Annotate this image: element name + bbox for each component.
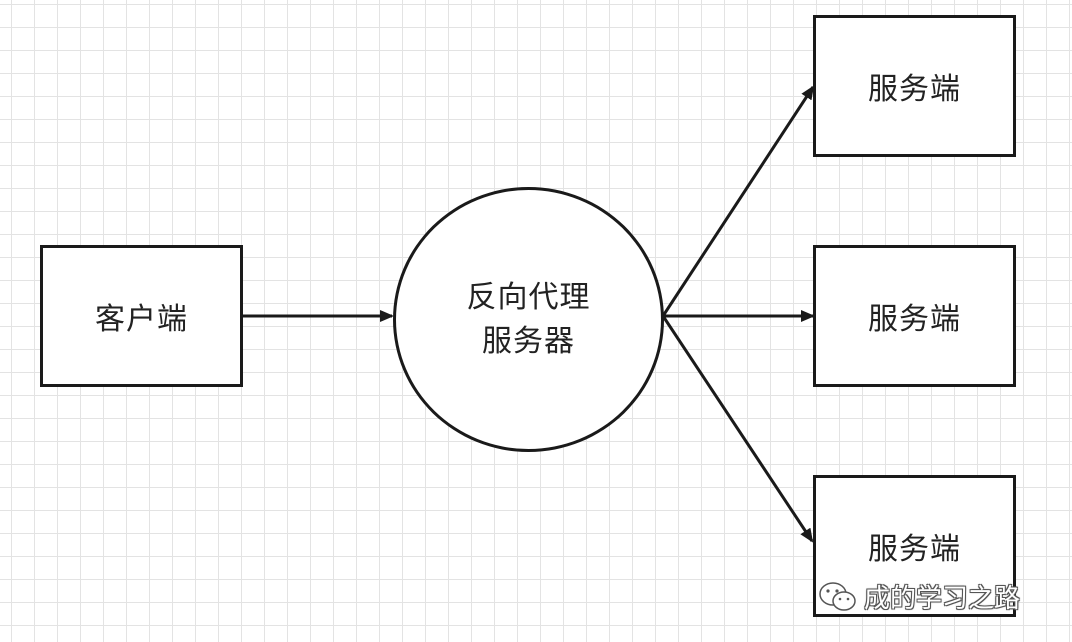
- edge-proxy-to-server-bottom: [661, 315, 814, 543]
- client-label: 客户端: [95, 302, 188, 337]
- server-label: 服务端: [868, 72, 961, 107]
- server-node-middle: 服务端: [813, 245, 1016, 387]
- watermark-text: 成的学习之路: [864, 584, 1021, 614]
- server-node-bottom: 服务端: [813, 475, 1016, 617]
- server-label: 服务端: [868, 302, 961, 337]
- reverse-proxy-label-line2: 服务器: [482, 323, 575, 359]
- watermark: 成的学习之路: [818, 578, 1020, 615]
- server-node-top: 服务端: [813, 15, 1016, 157]
- reverse-proxy-label-line1: 反向代理: [466, 279, 591, 315]
- reverse-proxy-node: 反向代理 服务器: [393, 187, 664, 452]
- server-label: 服务端: [868, 532, 961, 567]
- wechat-icon: [819, 581, 856, 611]
- client-node: 客户端: [40, 245, 243, 387]
- edge-proxy-to-server-top: [661, 85, 815, 317]
